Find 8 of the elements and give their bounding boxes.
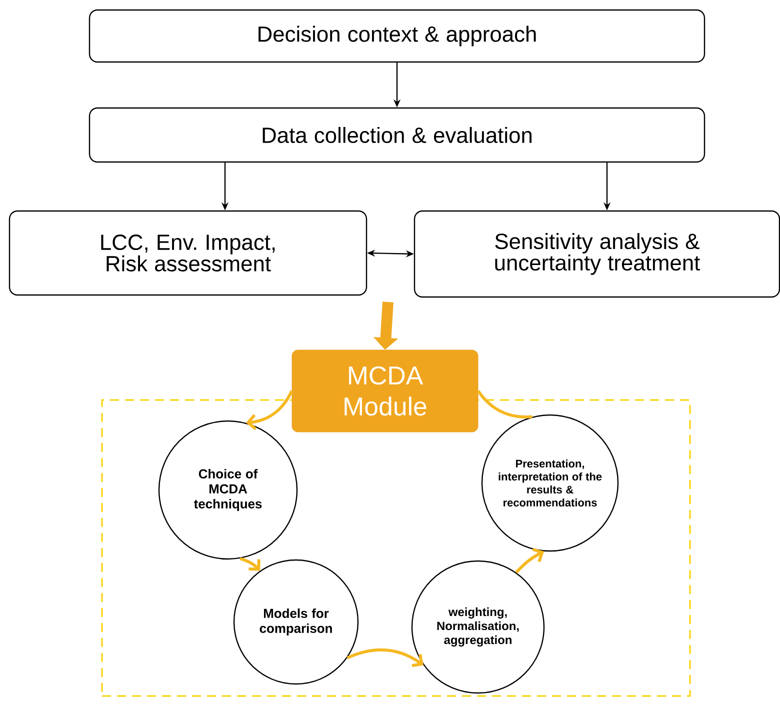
cycle-arrow [346, 648, 424, 668]
module-box: MCDA Module [292, 350, 478, 432]
process-box: Sensitivity analysis & uncertainty treatment [414, 210, 780, 298]
process-box: Data collection & evaluation [88, 107, 706, 163]
cycle-arrow [240, 557, 260, 571]
process-box: LCC, Env. Impact, Risk assessment [8, 210, 368, 296]
cycle-arrow [515, 548, 544, 574]
process-box: Decision context & approach [88, 9, 706, 63]
